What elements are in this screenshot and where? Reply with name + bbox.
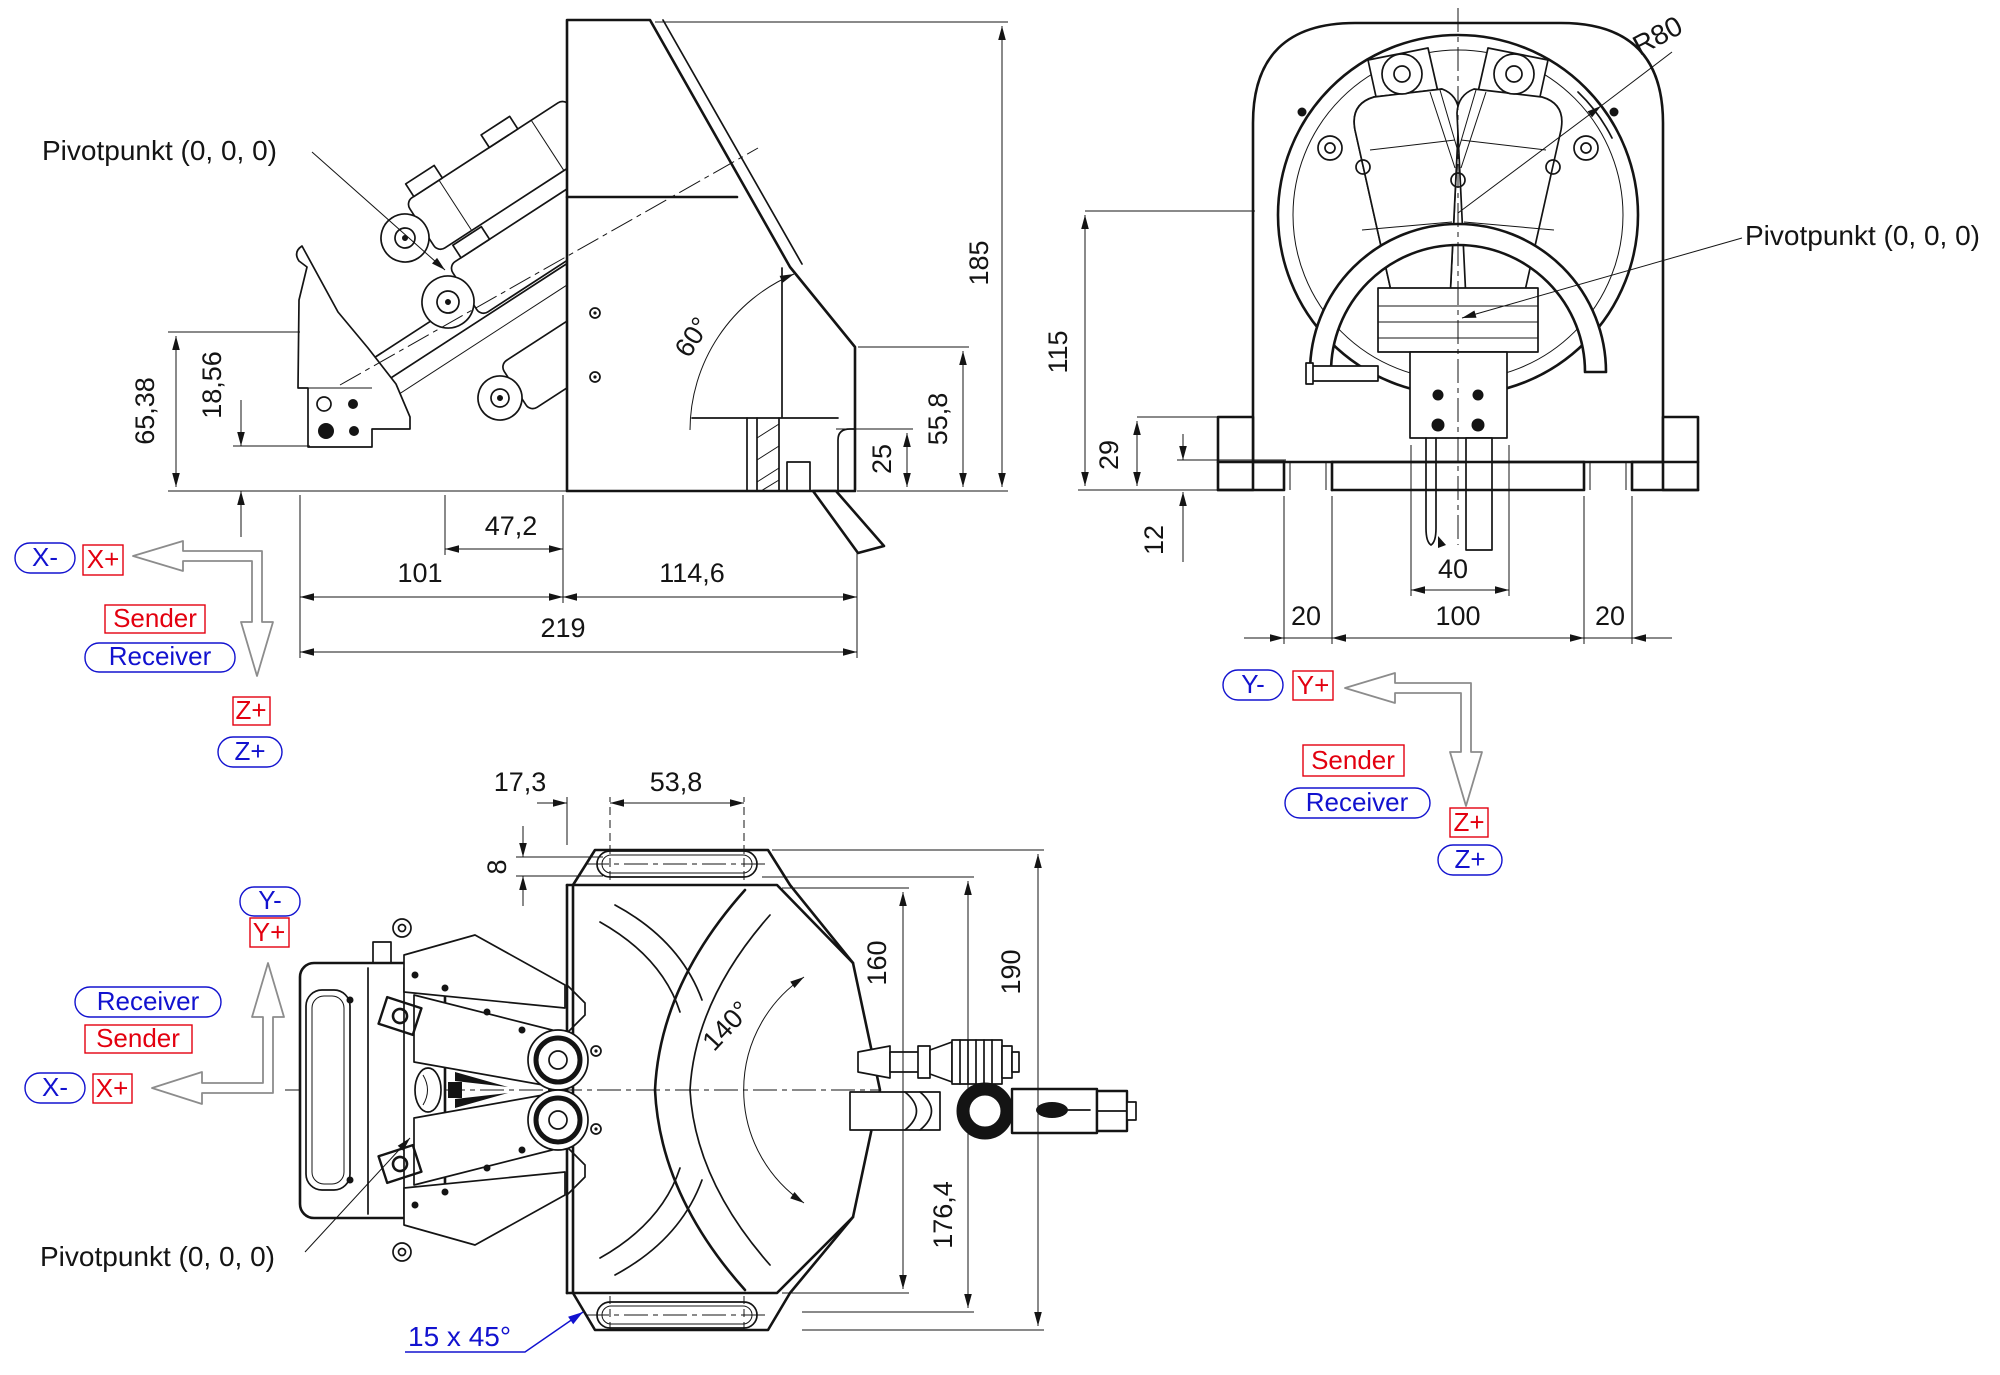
front-base <box>1216 415 1700 492</box>
side-z-plus-red-label: Z+ <box>235 695 266 725</box>
dim-20-right: 20 <box>1595 601 1625 631</box>
front-z-plus-red-label: Z+ <box>1453 807 1484 837</box>
top-receiver-label: Receiver <box>97 986 200 1016</box>
front-y-plus-label: Y+ <box>1297 670 1330 700</box>
bolt-dots <box>346 971 526 1209</box>
chamfer-callout: 15 x 45° <box>405 1311 584 1353</box>
front-receiver-label: Receiver <box>1306 787 1409 817</box>
side-dimensions: 185 55,8 25 65,38 18,56 47,2 101 114,6 2… <box>130 21 1008 658</box>
dim-25: 25 <box>867 444 897 474</box>
dim-219: 219 <box>540 613 585 643</box>
angle-arc-140 <box>743 976 805 1204</box>
dim-12: 12 <box>1139 525 1169 555</box>
side-axis-arrow-icon <box>132 540 274 677</box>
front-z-plus-blue-label: Z+ <box>1454 844 1485 874</box>
side-pivot-leader <box>311 151 446 271</box>
front-sender-label: Sender <box>1311 745 1395 775</box>
dim-176-4: 176,4 <box>928 1181 958 1249</box>
side-view: 60° 185 55,8 25 65,38 18,56 47,2 101 114… <box>14 18 1008 768</box>
top-dimensions: 17,3 53,8 8 160 176,4 190 <box>482 767 1044 1331</box>
dim-185: 185 <box>964 240 994 285</box>
dim-190: 190 <box>996 949 1026 994</box>
dim-55-8: 55,8 <box>923 393 953 446</box>
front-interior <box>1297 47 1619 551</box>
section-hatching <box>756 423 780 492</box>
top-view: 140° 17,3 53,8 8 160 176,4 190 Pivotpunk… <box>24 767 1137 1353</box>
top-y-plus-label: Y+ <box>253 917 286 947</box>
side-sender-label: Sender <box>113 603 197 633</box>
front-y-minus-label: Y- <box>1241 669 1265 699</box>
dim-115: 115 <box>1043 330 1073 373</box>
dim-8: 8 <box>482 859 512 874</box>
top-pivot-leader <box>304 1137 411 1253</box>
top-y-minus-label: Y- <box>258 885 282 915</box>
dim-47-2: 47,2 <box>485 511 538 541</box>
side-z-plus-blue-label: Z+ <box>234 736 265 766</box>
dim-17-3: 17,3 <box>494 767 547 797</box>
front-view: R80 Pivotpunkt (0, 0, 0) 115 29 12 40 20… <box>1043 8 1980 876</box>
dim-20-left: 20 <box>1291 601 1321 631</box>
dim-100: 100 <box>1435 601 1480 631</box>
front-pivot-label: Pivotpunkt (0, 0, 0) <box>1745 220 1980 251</box>
top-x-plus-label: X+ <box>96 1073 129 1103</box>
side-centerline <box>339 147 759 386</box>
front-dimensions: 115 29 12 40 20 100 20 <box>1043 210 1672 644</box>
side-axis-icons: X- X+ Sender Receiver Z+ Z+ <box>14 540 283 768</box>
dim-101: 101 <box>397 558 442 588</box>
dim-160: 160 <box>862 940 892 985</box>
front-axis-icons: Y- Y+ Sender Receiver Z+ Z+ <box>1222 669 1503 876</box>
front-pivot-leader <box>1461 237 1743 319</box>
side-pivot-label: Pivotpunkt (0, 0, 0) <box>42 135 277 166</box>
top-motor-assembly <box>298 918 589 1262</box>
side-x-plus-label: X+ <box>87 544 120 574</box>
side-wedge-body <box>565 18 857 493</box>
dim-29: 29 <box>1094 440 1124 470</box>
side-motor-assembly <box>295 100 567 448</box>
dim-40: 40 <box>1438 554 1468 584</box>
top-probes <box>849 1039 1137 1140</box>
dim-65-38: 65,38 <box>130 377 160 445</box>
side-x-minus-label: X- <box>32 542 58 572</box>
side-foot <box>811 489 886 555</box>
top-pivot-label: Pivotpunkt (0, 0, 0) <box>40 1241 275 1272</box>
top-axis-arrow-icon <box>151 962 285 1105</box>
dim-53-8: 53,8 <box>650 767 703 797</box>
side-receiver-label: Receiver <box>109 641 212 671</box>
front-axis-arrow-icon <box>1344 672 1483 807</box>
chamfer-label: 15 x 45° <box>408 1321 511 1352</box>
top-x-minus-label: X- <box>42 1072 68 1102</box>
top-sender-label: Sender <box>96 1023 180 1053</box>
top-axis-icons: Y- Y+ Receiver Sender X- X+ <box>24 885 301 1105</box>
dim-114-6: 114,6 <box>659 558 725 588</box>
dim-18-56: 18,56 <box>197 351 227 419</box>
angle-arc-60 <box>689 273 795 431</box>
